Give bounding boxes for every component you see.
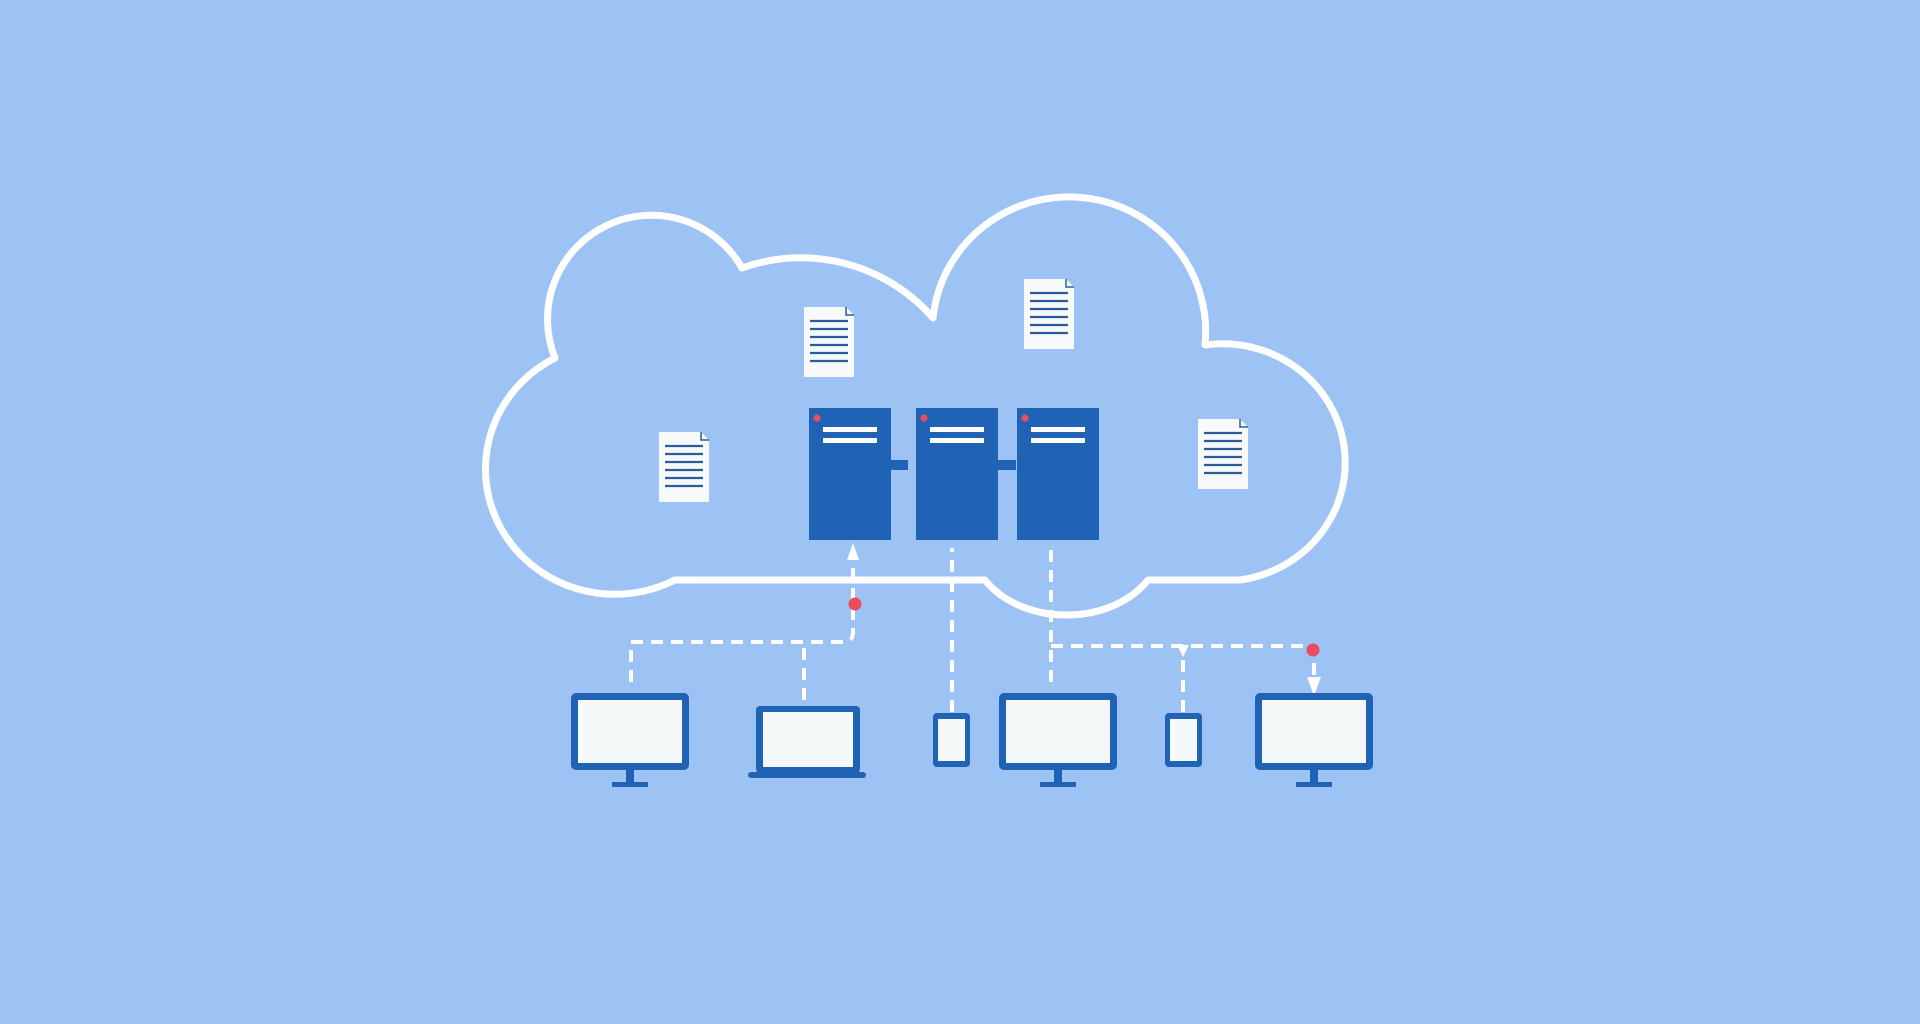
document-icon bbox=[804, 307, 854, 377]
server-link bbox=[890, 460, 908, 470]
server-rack-icon bbox=[916, 408, 998, 540]
server-rack-icon bbox=[809, 408, 891, 540]
arrow-head-icon bbox=[847, 543, 859, 560]
connections bbox=[629, 548, 1316, 712]
arrow-head-icon bbox=[1177, 645, 1189, 657]
server-rack-icon bbox=[1017, 408, 1099, 540]
server-link bbox=[996, 460, 1016, 470]
server-cluster bbox=[809, 408, 1099, 540]
connector-desktop-1 bbox=[629, 562, 855, 682]
desktop-monitor-icon bbox=[1255, 693, 1373, 787]
smartphone-icon bbox=[933, 713, 970, 767]
desktop-monitor-icon bbox=[999, 693, 1117, 787]
document-icon bbox=[1024, 279, 1074, 349]
signal-dot-icon bbox=[1306, 643, 1320, 657]
cloud-outline-icon bbox=[482, 193, 1349, 619]
document-icon bbox=[1198, 419, 1248, 489]
signal-dot-icon bbox=[848, 597, 862, 611]
document-icon bbox=[659, 432, 709, 502]
laptop-icon bbox=[748, 706, 866, 778]
smartphone-icon bbox=[1165, 713, 1202, 767]
desktop-monitor-icon bbox=[571, 693, 689, 787]
arrow-head-icon bbox=[1307, 677, 1321, 696]
